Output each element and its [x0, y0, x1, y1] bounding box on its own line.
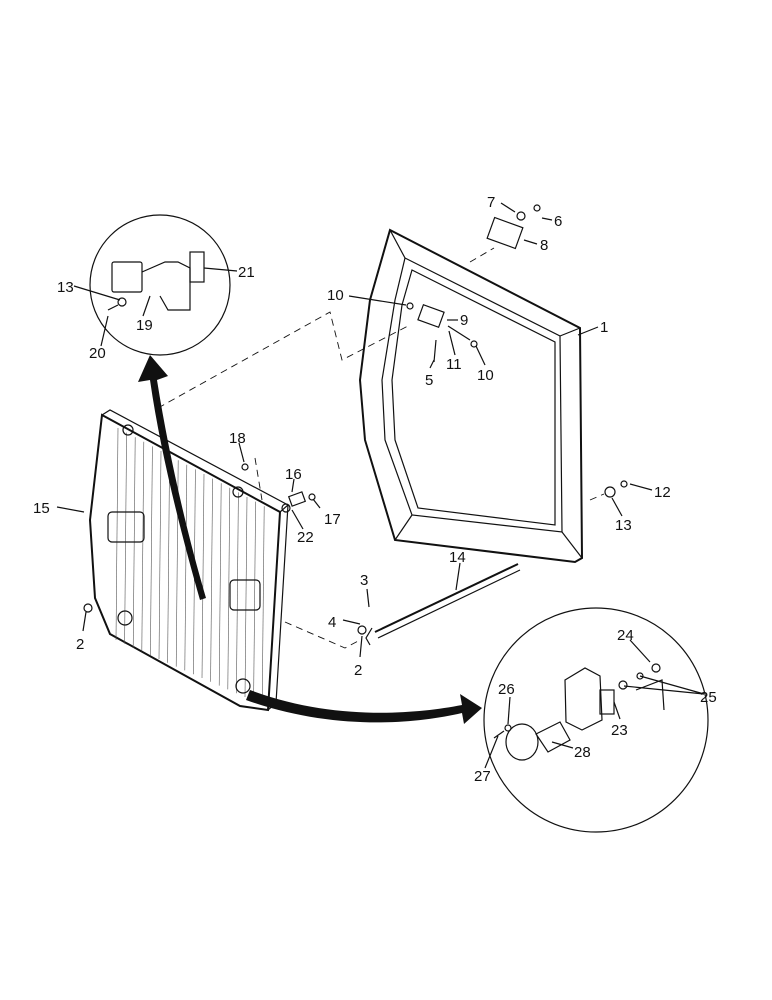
panel-rib: [150, 446, 153, 656]
callout-8: 8: [540, 237, 548, 254]
callout-27: 27: [474, 768, 491, 785]
callout-14: 14: [449, 549, 466, 566]
detail-view-hinge: [89, 214, 231, 356]
callout-5: 5: [425, 372, 433, 389]
panel-rib: [261, 506, 265, 705]
alignment-lines: [157, 247, 605, 649]
hardware: [83, 204, 628, 635]
callout-16: 16: [285, 466, 302, 483]
callout-15: 15: [33, 500, 50, 517]
callout-12: 12: [654, 484, 671, 501]
callout-22: 22: [297, 529, 314, 546]
callout-11: 11: [446, 356, 462, 373]
panel-rib: [141, 441, 145, 652]
callout-18: 18: [229, 430, 246, 447]
callout-7: 7: [487, 194, 495, 211]
callout-10: 10: [327, 287, 344, 304]
panel-rib: [253, 501, 256, 701]
panel-rib: [124, 432, 127, 644]
panel-rib: [167, 455, 170, 663]
callout-2: 2: [354, 662, 362, 679]
detail-arrows: [138, 355, 482, 724]
callout-19: 19: [136, 317, 153, 334]
callout-labels: 1 2 2 3 4 5 6 7 8 9 10 10 11 12 13 13 14…: [33, 194, 717, 785]
detail-view-latch: [483, 607, 709, 833]
panel-rib: [201, 473, 205, 679]
callout-26: 26: [498, 681, 515, 698]
callout-17: 17: [324, 511, 341, 528]
panel-rib: [227, 487, 231, 690]
callout-2: 2: [76, 636, 84, 653]
leader-lines: [56, 202, 705, 769]
callout-1: 1: [600, 319, 608, 336]
panel-rib: [115, 427, 119, 641]
callout-13: 13: [615, 517, 632, 534]
panel-rib: [184, 464, 188, 671]
panel-rib: [218, 483, 222, 686]
support-rod: [365, 563, 521, 646]
callout-21: 21: [238, 264, 255, 281]
panel-rib: [210, 478, 213, 682]
panel-ribs: [115, 427, 265, 705]
callout-23: 23: [611, 722, 628, 739]
callout-3: 3: [360, 572, 368, 589]
panel-rib: [158, 450, 162, 660]
panel-rib: [236, 492, 239, 694]
callout-28: 28: [574, 744, 591, 761]
callout-4: 4: [328, 614, 336, 631]
callout-10: 10: [477, 367, 494, 384]
callout-13: 13: [57, 279, 74, 296]
callout-9: 9: [460, 312, 468, 329]
callout-24: 24: [617, 627, 634, 644]
callout-25: 25: [700, 689, 717, 706]
callout-20: 20: [89, 345, 106, 362]
window-frame: [358, 228, 584, 564]
panel-rib: [244, 496, 248, 698]
callout-6: 6: [554, 213, 562, 230]
